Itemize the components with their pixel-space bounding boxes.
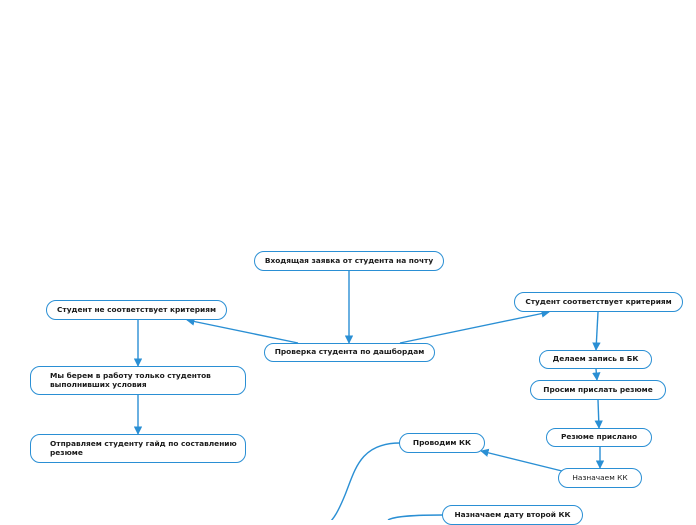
edge-assign-kk-to-conduct-kk [480,448,563,472]
node-only-completed[interactable]: Мы берем в работу только студентов выпол… [30,366,246,395]
edge-check-to-meets [399,309,550,344]
node-record-bk[interactable]: Делаем запись в БК [539,350,652,369]
edge-conduct-kk-to-below [330,442,401,520]
edge-ask-resume-to-resume-sent [594,399,603,429]
node-second-kk-date[interactable]: Назначаем дату второй КК [442,505,583,525]
node-conduct-kk[interactable]: Проводим КК [399,433,485,453]
node-send-guide[interactable]: Отправляем студенту гайд по составлению … [30,434,246,463]
node-meets-criteria[interactable]: Студент соответствует критериям [514,292,683,312]
node-incoming-request[interactable]: Входящая заявка от студента на почту [254,251,444,271]
node-resume-sent[interactable]: Резюме прислано [546,428,652,447]
node-ask-resume[interactable]: Просим прислать резюме [530,380,666,400]
edge-record-bk-to-ask-resume [592,368,601,381]
node-check-dashboards[interactable]: Проверка студента по дашбордам [264,343,435,362]
edge-check-to-not-meets [186,317,299,344]
edge-second-kk-date-to-below [387,514,444,520]
edge-meets-to-record-bk [592,311,601,351]
node-assign-kk[interactable]: Назначаем КК [558,468,642,488]
node-not-meets-criteria[interactable]: Студент не соответствует критериям [46,300,227,320]
